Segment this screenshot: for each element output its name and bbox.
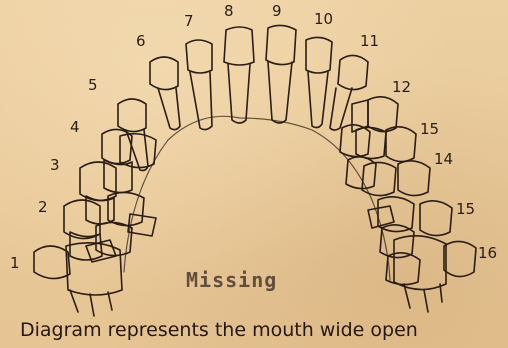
tooth-15	[378, 197, 452, 236]
tooth-14	[362, 161, 430, 196]
tooth-11	[330, 55, 368, 130]
tooth-number-6: 6	[136, 34, 146, 49]
tooth-number-5: 5	[88, 78, 98, 93]
tooth-9	[266, 25, 296, 123]
tooth-10	[306, 37, 332, 127]
missing-label: Missing	[186, 268, 277, 292]
tooth-number-16: 16	[478, 246, 497, 261]
left-molar-cluster	[86, 134, 156, 262]
tooth-number-2: 2	[38, 200, 48, 215]
inner-arch-line	[124, 116, 390, 280]
tooth-1	[34, 243, 122, 316]
tooth-number-4: 4	[70, 120, 80, 135]
tooth-12	[352, 97, 398, 132]
tooth-number-9: 9	[272, 4, 282, 19]
tooth-number-3: 3	[50, 158, 60, 173]
tooth-8	[224, 27, 254, 123]
right-molar-cluster	[340, 125, 420, 285]
diagram-caption: Diagram represents the mouth wide open	[20, 319, 418, 341]
tooth-number-14: 14	[434, 152, 453, 167]
tooth-number-12: 12	[392, 80, 411, 95]
tooth-number-7: 7	[184, 14, 194, 29]
tooth-number-11: 11	[360, 34, 379, 49]
tooth-number-13: 15	[420, 122, 439, 137]
tooth-6	[150, 57, 180, 130]
tooth-13	[356, 127, 416, 162]
tooth-3	[80, 162, 116, 224]
tooth-number-15: 15	[456, 202, 475, 217]
tooth-7	[186, 40, 212, 130]
tooth-number-1: 1	[10, 256, 20, 271]
tooth-4	[102, 129, 132, 192]
tooth-16	[394, 236, 476, 312]
tooth-number-8: 8	[224, 4, 234, 19]
tooth-number-10: 10	[314, 12, 333, 27]
